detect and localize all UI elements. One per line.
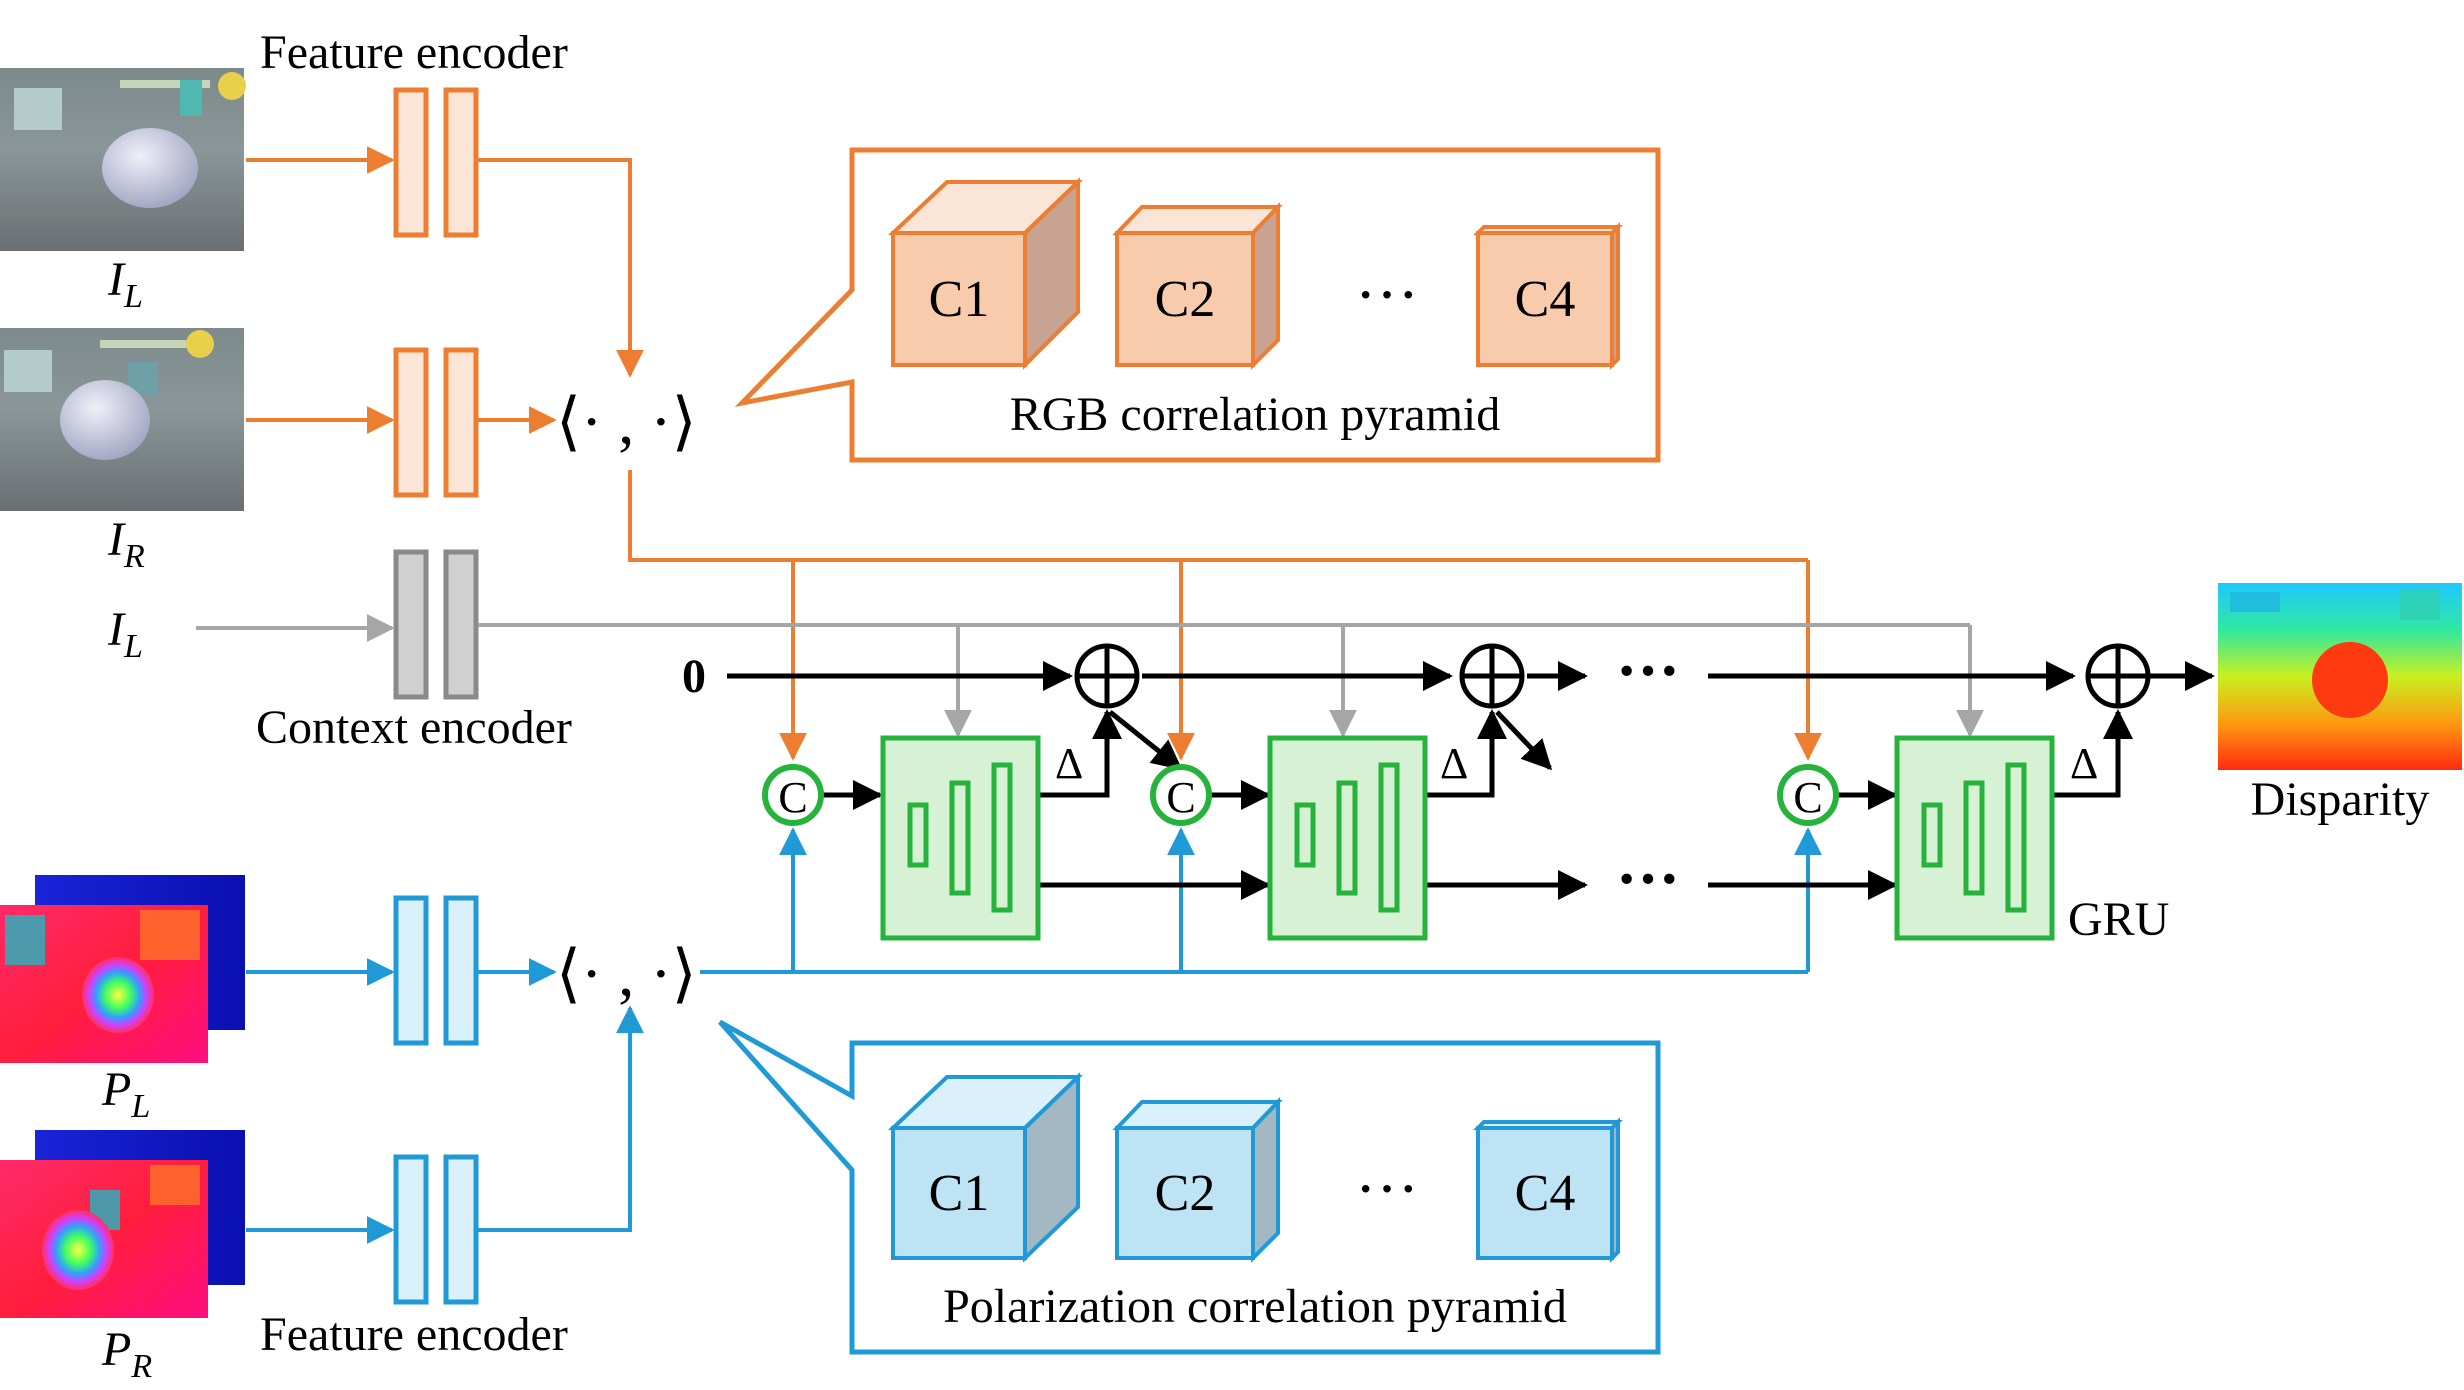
pol-cube-c2-label: C2 bbox=[1155, 1165, 1216, 1222]
image-il bbox=[0, 68, 246, 251]
pol-cube-c2: C2 bbox=[1112, 1097, 1283, 1263]
pol-flow-arrows bbox=[246, 827, 1822, 1244]
label-feature-encoder-bottom: Feature encoder bbox=[260, 1308, 568, 1361]
pol-correlation-op: ⟨· , ·⟩ bbox=[556, 938, 697, 1009]
plus-node-3 bbox=[2085, 643, 2151, 709]
gru-block-2 bbox=[1267, 735, 1428, 941]
rgb-cube-c1: C1 bbox=[887, 177, 1083, 370]
label-il: IL bbox=[107, 253, 143, 315]
flow-ellipsis-top: ··· bbox=[1616, 635, 1680, 706]
image-pl bbox=[0, 875, 245, 1063]
label-pl: PL bbox=[101, 1063, 150, 1125]
label-feature-encoder-top: Feature encoder bbox=[260, 26, 568, 79]
gru-block-3 bbox=[1894, 735, 2055, 941]
pol-pyramid-callout: C1 C2 ··· C4 Polarization correlation py… bbox=[718, 1019, 1661, 1355]
zero-init: 0 bbox=[682, 650, 706, 703]
label-pr: PR bbox=[101, 1323, 152, 1385]
disparity-flow-arrows bbox=[727, 661, 2215, 900]
label-context-encoder: Context encoder bbox=[256, 701, 572, 754]
delta-label-1: Δ bbox=[1055, 739, 1083, 788]
pol-pyramid-ellipsis: ··· bbox=[1355, 1153, 1419, 1224]
rgb-cube-c4-label: C4 bbox=[1515, 271, 1576, 328]
pol-pyramid-title: Polarization correlation pyramid bbox=[943, 1280, 1567, 1333]
label-il-context: IL bbox=[107, 603, 143, 665]
image-pr bbox=[0, 1130, 245, 1318]
rgb-cube-c1-label: C1 bbox=[929, 271, 990, 328]
delta-label-2: Δ bbox=[1440, 739, 1468, 788]
feature-encoder-pol-left bbox=[393, 895, 479, 1046]
context-encoder bbox=[393, 549, 479, 700]
rgb-pyramid-title: RGB correlation pyramid bbox=[1010, 388, 1501, 441]
rgb-cube-c2: C2 bbox=[1112, 202, 1283, 370]
plus-node-1 bbox=[1074, 643, 1140, 709]
concat-node-2: C bbox=[1150, 764, 1212, 826]
flow-ellipsis-bottom: ··· bbox=[1616, 843, 1680, 914]
feature-encoder-rgb-right bbox=[393, 347, 479, 498]
rgb-cube-c4: C4 bbox=[1473, 222, 1623, 370]
label-disparity: Disparity bbox=[2251, 773, 2430, 826]
feature-encoder-pol-right bbox=[393, 1154, 479, 1305]
pol-cube-c4-label: C4 bbox=[1515, 1165, 1576, 1222]
delta-label-3: Δ bbox=[2070, 739, 2098, 788]
pol-cube-c1: C1 bbox=[887, 1072, 1083, 1263]
rgb-correlation-op: ⟨· , ·⟩ bbox=[556, 386, 697, 457]
gru-label: GRU bbox=[2068, 893, 2169, 946]
concat-node-3-label: C bbox=[1793, 773, 1822, 822]
plus-node-2 bbox=[1459, 643, 1525, 709]
rgb-flow-arrows bbox=[246, 146, 1822, 761]
concat-node-1: C bbox=[762, 764, 824, 826]
concat-node-1-label: C bbox=[778, 773, 807, 822]
concat-node-3: C bbox=[1777, 764, 1839, 826]
pol-cube-c1-label: C1 bbox=[929, 1165, 990, 1222]
rgb-pyramid-ellipsis: ··· bbox=[1355, 259, 1419, 330]
disparity-map bbox=[2218, 583, 2462, 770]
concat-node-2-label: C bbox=[1166, 773, 1195, 822]
pol-cube-c4: C4 bbox=[1473, 1117, 1623, 1263]
rgb-cube-c2-label: C2 bbox=[1155, 271, 1216, 328]
image-ir bbox=[0, 328, 244, 511]
feature-encoder-rgb-left bbox=[393, 87, 479, 238]
context-flow-arrows bbox=[196, 614, 1984, 738]
gru-block-1 bbox=[880, 735, 1041, 941]
rgb-pyramid-callout: C1 C2 ··· C4 RGB correlation pyramid bbox=[734, 147, 1661, 463]
label-ir: IR bbox=[107, 513, 145, 575]
